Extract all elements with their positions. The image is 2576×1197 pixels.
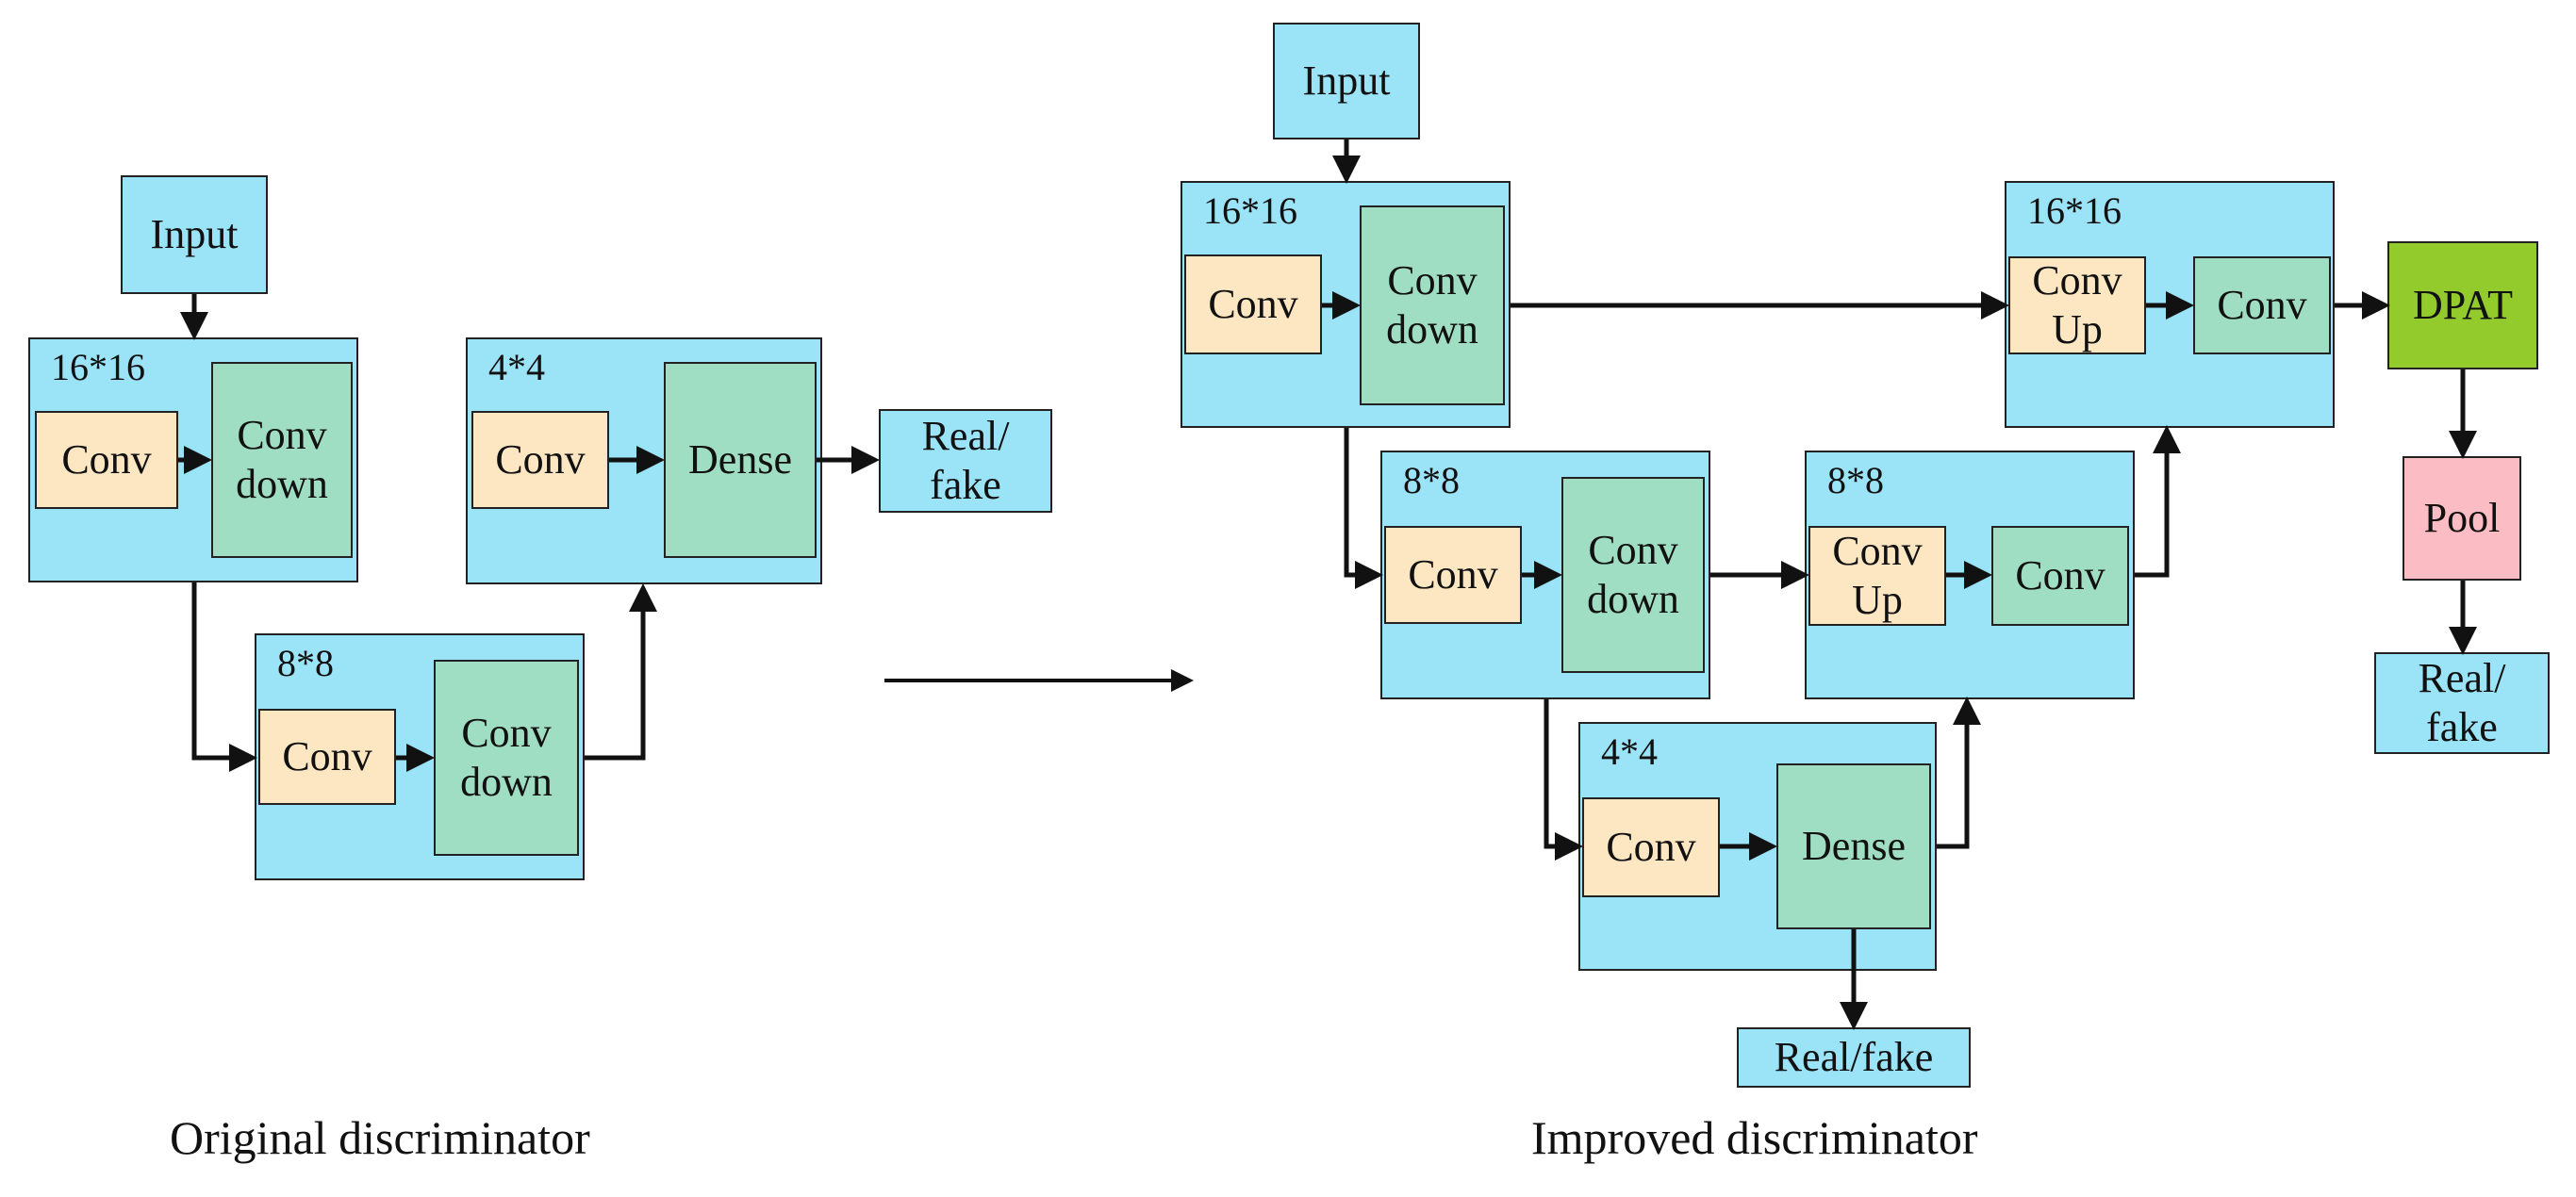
orig-caption: Original discriminator — [170, 1111, 590, 1164]
impr-block-16-size: 16*16 — [1203, 189, 1297, 232]
impr-8-conv-down: Conv down — [1561, 477, 1705, 673]
arrow-orig-16-to-8 — [191, 582, 257, 772]
impr-up8-conv-up-label: Conv Up — [1832, 528, 1923, 623]
impr-16-conv-down: Conv down — [1360, 205, 1505, 405]
impr-up8-conv: Conv — [1991, 526, 2129, 626]
impr-input-label: Input — [1302, 57, 1391, 105]
impr-input-box: Input — [1273, 23, 1420, 139]
arrow-impr-16-to-8 — [1344, 428, 1383, 589]
arrow-impr-up8-to-up16 — [2135, 425, 2181, 578]
impr-output-label: Real/ fake — [2418, 655, 2506, 750]
orig-output-box: Real/ fake — [879, 409, 1052, 513]
impr-block-8-size: 8*8 — [1403, 459, 1460, 501]
orig-block-4-size: 4*4 — [488, 346, 545, 388]
orig-4-dense: Dense — [664, 362, 817, 558]
impr-output-box: Real/ fake — [2374, 652, 2550, 754]
orig-8-conv-down: Conv down — [434, 660, 579, 856]
impr-up8-conv-label: Conv — [2015, 552, 2105, 599]
impr-up16-conv-up-label: Conv Up — [2032, 257, 2122, 353]
orig-4-dense-label: Dense — [688, 436, 792, 484]
orig-input-label: Input — [150, 211, 239, 258]
impr-dense-output-label: Real/fake — [1774, 1034, 1934, 1081]
orig-4-conv-label: Conv — [495, 436, 586, 484]
impr-4-dense-label: Dense — [1802, 823, 1906, 870]
impr-up16-conv-label: Conv — [2217, 282, 2307, 329]
impr-8-conv-down-label: Conv down — [1587, 527, 1679, 622]
orig-8-conv-down-label: Conv down — [460, 710, 553, 805]
orig-block-16-size: 16*16 — [51, 346, 145, 388]
impr-8-conv: Conv — [1384, 526, 1522, 624]
impr-4-dense: Dense — [1776, 763, 1931, 929]
orig-16-conv-down-label: Conv down — [236, 412, 328, 507]
impr-up16-conv: Conv — [2193, 256, 2331, 354]
orig-16-conv-label: Conv — [61, 436, 152, 484]
orig-8-conv-label: Conv — [282, 733, 372, 780]
orig-4-conv: Conv — [471, 411, 609, 509]
arrow-impr-4-to-up8 — [1937, 697, 1981, 849]
impr-up16-conv-up: Conv Up — [2008, 256, 2146, 354]
orig-block-8-size: 8*8 — [277, 642, 334, 684]
impr-dpat-box: DPAT — [2387, 241, 2538, 369]
arrow-impr-8-to-4 — [1544, 699, 1583, 861]
impr-up-block-8-size: 8*8 — [1827, 459, 1884, 501]
impr-block-4-size: 4*4 — [1601, 730, 1658, 773]
impr-caption: Improved discriminator — [1531, 1111, 1978, 1164]
impr-4-conv: Conv — [1582, 797, 1720, 897]
orig-16-conv-down: Conv down — [211, 362, 353, 558]
orig-16-conv: Conv — [35, 411, 178, 509]
impr-pool-label: Pool — [2423, 495, 2501, 542]
impr-16-conv-label: Conv — [1208, 281, 1298, 328]
impr-up8-conv-up: Conv Up — [1808, 526, 1946, 626]
impr-4-conv-label: Conv — [1606, 824, 1696, 871]
arrow-orig-8-to-4 — [585, 583, 657, 761]
impr-dense-output-box: Real/fake — [1737, 1027, 1971, 1088]
impr-dpat-label: DPAT — [2413, 282, 2513, 329]
orig-8-conv: Conv — [258, 709, 396, 805]
orig-output-label: Real/ fake — [921, 413, 1010, 508]
impr-16-conv: Conv — [1184, 254, 1322, 354]
impr-16-conv-down-label: Conv down — [1386, 257, 1478, 353]
impr-8-conv-label: Conv — [1408, 551, 1498, 598]
orig-input-box: Input — [121, 175, 268, 294]
impr-pool-box: Pool — [2403, 456, 2521, 581]
impr-up-block-16-size: 16*16 — [2027, 189, 2122, 232]
